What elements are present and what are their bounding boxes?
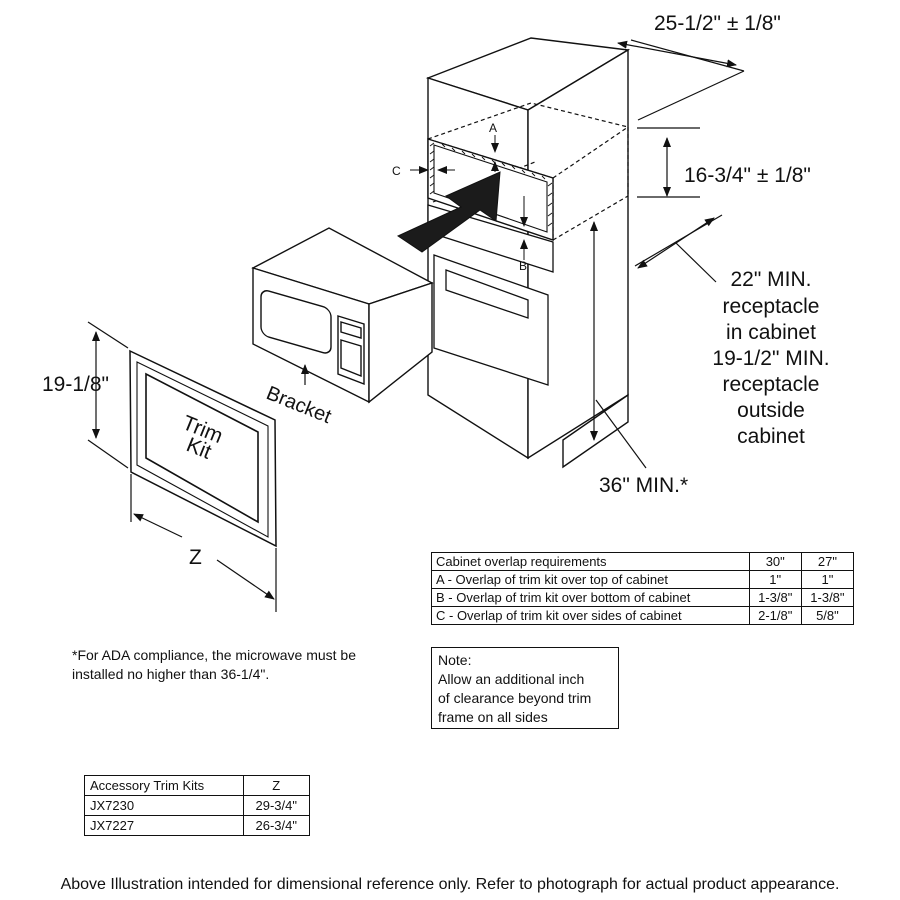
trim-width-dimension: Z (189, 546, 202, 569)
table-header-cell: 27" (800, 552, 855, 571)
note-line: of clearance beyond trim (438, 690, 592, 706)
label-b: B (519, 259, 527, 273)
svg-text:cabinet: cabinet (737, 425, 805, 448)
svg-text:receptacle: receptacle (723, 373, 820, 396)
footer-disclaimer: Above Illustration intended for dimensio… (60, 876, 840, 893)
label-c: C (392, 164, 401, 178)
cabinet-overlap-table: Cabinet overlap requirements 30" 27" A -… (431, 552, 855, 625)
table-header-cell: Z (242, 775, 310, 796)
table-cell: B - Overlap of trim kit over bottom of c… (431, 588, 750, 607)
receptacle-dimension: 22" MIN. receptacle in cabinet 19-1/2" M… (712, 268, 829, 448)
trim-height-dimension: 19-1/8" (42, 373, 109, 396)
table-cell: 1" (748, 570, 802, 589)
note-line: Allow an additional inch (438, 671, 585, 687)
dimension-lines (87, 39, 745, 612)
insert-arrow (396, 171, 501, 253)
floor-height-dimension: 36" MIN.* (599, 474, 688, 497)
microwave (251, 227, 434, 404)
note-line: frame on all sides (438, 709, 548, 725)
svg-text:outside: outside (737, 399, 805, 422)
clearance-note: Note: Allow an additional inch of cleara… (431, 647, 619, 729)
table-row: JX7230 29-3/4" (84, 795, 310, 816)
table-cell: 1" (800, 570, 855, 589)
overlap-markers (410, 135, 528, 260)
table-row: A - Overlap of trim kit over top of cabi… (431, 570, 855, 589)
trim-kit (129, 349, 277, 548)
table-cell: JX7227 (84, 815, 244, 836)
table-cell: A - Overlap of trim kit over top of cabi… (431, 570, 750, 589)
table-cell: JX7230 (84, 795, 244, 816)
table-header-cell: Cabinet overlap requirements (431, 552, 750, 571)
svg-text:22" MIN.: 22" MIN. (731, 268, 812, 291)
table-cell: 1-3/8" (748, 588, 802, 607)
table-cell: 29-3/4" (242, 795, 310, 816)
svg-text:receptacle: receptacle (723, 295, 820, 318)
note-line: Note: (438, 652, 472, 668)
table-cell: 2-1/8" (748, 606, 802, 625)
table-header-cell: Accessory Trim Kits (84, 775, 244, 796)
table-row: JX7227 26-3/4" (84, 815, 310, 836)
opening-height-dimension: 16-3/4" ± 1/8" (684, 164, 811, 187)
table-cell: 5/8" (800, 606, 855, 625)
table-row: C - Overlap of trim kit over sides of ca… (431, 606, 855, 625)
table-header-row: Cabinet overlap requirements 30" 27" (431, 552, 855, 571)
ada-compliance-note: *For ADA compliance, the microwave must … (72, 647, 357, 682)
svg-text:19-1/2" MIN.: 19-1/2" MIN. (712, 347, 829, 370)
table-header-cell: 30" (748, 552, 802, 571)
label-a: A (489, 121, 497, 135)
table-header-row: Accessory Trim Kits Z (84, 775, 310, 796)
depth-dimension: 25-1/2" ± 1/8" (654, 12, 781, 35)
table-row: B - Overlap of trim kit over bottom of c… (431, 588, 855, 607)
table-cell: C - Overlap of trim kit over sides of ca… (431, 606, 750, 625)
table-cell: 1-3/8" (800, 588, 855, 607)
svg-text:in cabinet: in cabinet (726, 321, 816, 344)
table-cell: 26-3/4" (242, 815, 310, 836)
accessory-trim-kits-table: Accessory Trim Kits Z JX7230 29-3/4" JX7… (84, 775, 310, 836)
